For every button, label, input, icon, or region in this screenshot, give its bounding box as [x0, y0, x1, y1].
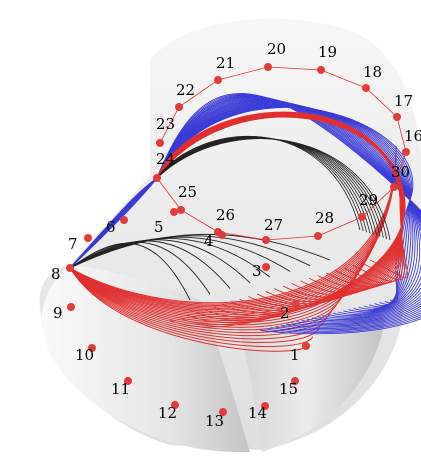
point-marker	[120, 216, 128, 224]
black-loop	[156, 138, 391, 241]
point-marker	[314, 232, 322, 240]
point-label: 24	[156, 150, 175, 168]
red-curve	[69, 267, 314, 348]
point-marker	[175, 103, 183, 111]
surface-right-sheet	[230, 300, 385, 452]
red-curve	[69, 222, 382, 316]
point-label: 23	[156, 115, 175, 133]
point-marker	[291, 377, 299, 385]
black-curve	[69, 234, 331, 269]
point-label: 1	[290, 346, 300, 364]
point-marker	[302, 342, 310, 350]
red-loop	[156, 116, 408, 279]
point-marker	[84, 234, 92, 242]
point-marker	[214, 76, 222, 84]
point-label: 20	[267, 40, 286, 58]
point-label: 25	[178, 183, 197, 201]
point-label: 21	[216, 54, 235, 72]
point-marker	[170, 208, 178, 216]
point-markers	[66, 63, 410, 416]
point-marker	[262, 263, 270, 271]
red-curve	[69, 193, 391, 311]
black-curve	[69, 239, 251, 284]
red-curve	[69, 212, 386, 314]
point-label: 18	[363, 63, 382, 81]
point-label: 10	[75, 346, 94, 364]
point-label: 15	[279, 380, 298, 398]
point-marker	[153, 174, 161, 182]
point-marker	[88, 344, 96, 352]
point-label: 14	[248, 404, 267, 422]
point-label: 19	[318, 43, 337, 61]
point-label: 17	[394, 92, 413, 110]
point-marker	[262, 236, 270, 244]
red-curve	[69, 203, 389, 312]
blue-loop	[156, 106, 414, 303]
red-curve	[69, 174, 395, 308]
point-label: 29	[359, 191, 378, 209]
point-label: 7	[68, 235, 78, 253]
black-curve	[69, 236, 291, 272]
point-label: 11	[111, 380, 130, 398]
point-label: 5	[154, 218, 164, 236]
point-label: 22	[176, 81, 195, 99]
point-label: 2	[280, 304, 290, 322]
red-curve	[69, 250, 369, 321]
black-curve	[69, 238, 271, 278]
point-label: 8	[51, 265, 61, 283]
point-marker	[358, 213, 366, 221]
point-marker	[362, 84, 370, 92]
point-marker	[124, 377, 132, 385]
red-curve	[69, 267, 307, 352]
red-curve	[69, 267, 347, 331]
point-label: 3	[252, 262, 262, 280]
point-marker	[292, 301, 300, 309]
point-marker	[66, 264, 74, 272]
point-label: 6	[106, 218, 116, 236]
point-label: 30	[391, 163, 410, 181]
point-marker	[402, 148, 410, 156]
blue-loop	[156, 100, 421, 318]
point-label: 28	[315, 209, 334, 227]
point-marker	[264, 63, 272, 71]
point-marker	[261, 402, 269, 410]
red-curve	[69, 155, 397, 305]
point-label: 26	[216, 206, 235, 224]
curve-family	[69, 66, 421, 352]
red-curve	[69, 184, 394, 309]
point-label: 13	[205, 412, 224, 430]
point-label: 27	[264, 216, 283, 234]
point-marker	[156, 139, 164, 147]
point-label: 4	[204, 232, 214, 250]
blue-loop	[156, 100, 421, 319]
point-marker	[67, 303, 75, 311]
red-curve	[69, 267, 321, 343]
point-marker	[171, 401, 179, 409]
point-marker	[219, 408, 227, 416]
point-marker	[390, 183, 398, 191]
point-label: 12	[158, 404, 177, 422]
point-label: 16	[404, 127, 421, 145]
point-marker	[214, 228, 222, 236]
blue-curve	[69, 177, 158, 269]
point-marker	[317, 66, 325, 74]
point-marker	[393, 113, 401, 121]
red-curve	[69, 267, 353, 328]
point-marker	[177, 206, 185, 214]
point-label: 9	[53, 304, 63, 322]
